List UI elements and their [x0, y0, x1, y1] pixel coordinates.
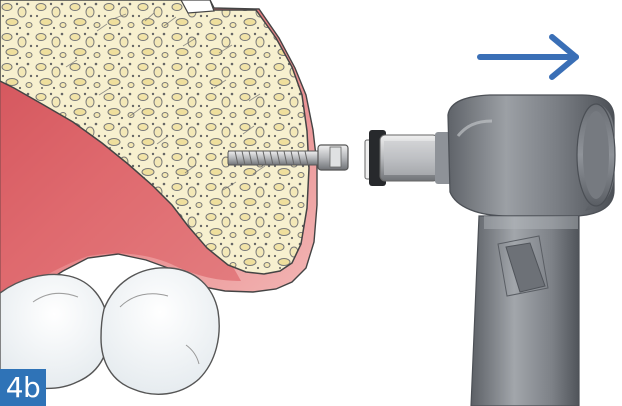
- tooth-right: [101, 268, 219, 394]
- direction-arrow-icon: [480, 37, 576, 77]
- drill-adapter: [365, 130, 453, 186]
- figure-label: 4b: [0, 369, 46, 406]
- handpiece-icon: [448, 95, 615, 406]
